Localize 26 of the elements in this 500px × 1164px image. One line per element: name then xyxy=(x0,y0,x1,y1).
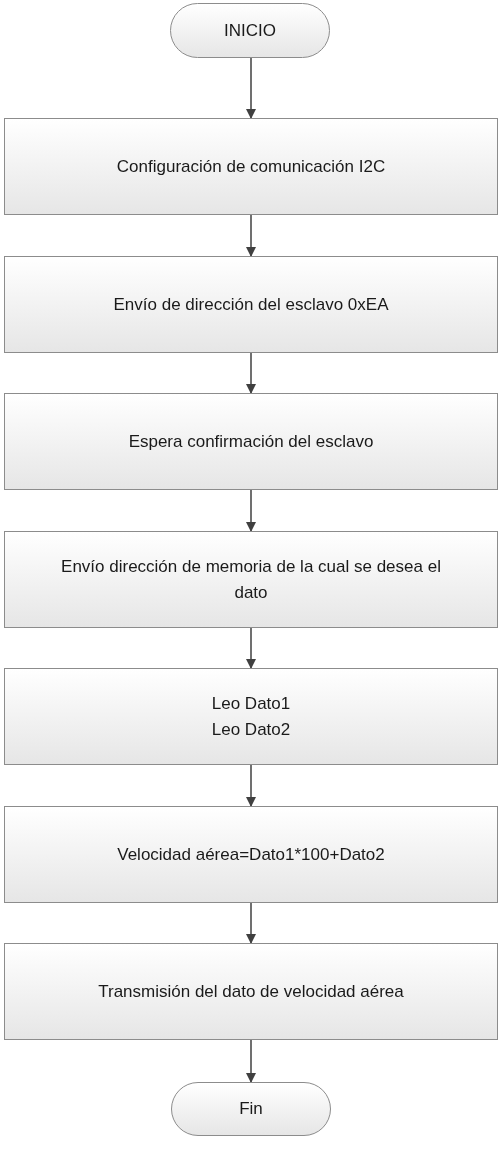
process-box xyxy=(4,393,498,490)
process-box xyxy=(4,256,498,353)
arrow xyxy=(246,214,256,257)
process-box xyxy=(4,668,498,765)
process-box xyxy=(4,806,498,903)
arrow xyxy=(246,902,256,944)
arrow xyxy=(246,489,256,532)
process-box xyxy=(4,531,498,628)
node-text: Fin xyxy=(239,1098,263,1121)
process-box xyxy=(4,118,498,215)
arrow xyxy=(246,1039,256,1083)
arrow xyxy=(246,352,256,394)
terminal-shape xyxy=(171,1082,331,1136)
node-text: Leo Dato1 xyxy=(211,692,291,715)
node-text: Envío dirección de memoria de la cual se desea el dato xyxy=(61,555,441,604)
node-text: Leo Dato2 xyxy=(211,718,291,741)
arrow xyxy=(246,627,256,669)
node-text: Velocidad aérea=Dato1*100+Dato2 xyxy=(117,843,385,866)
node-text: Espera confirmación del esclavo xyxy=(128,430,374,453)
node-text: Envío de dirección del esclavo 0xEA xyxy=(113,293,389,316)
process-box xyxy=(4,943,498,1040)
node-text: Transmisión del dato de velocidad aérea xyxy=(98,980,404,1003)
node-text: INICIO xyxy=(224,19,276,42)
arrow xyxy=(246,764,256,807)
arrow xyxy=(246,57,256,119)
node-text: Configuración de comunicación I2C xyxy=(116,155,386,178)
